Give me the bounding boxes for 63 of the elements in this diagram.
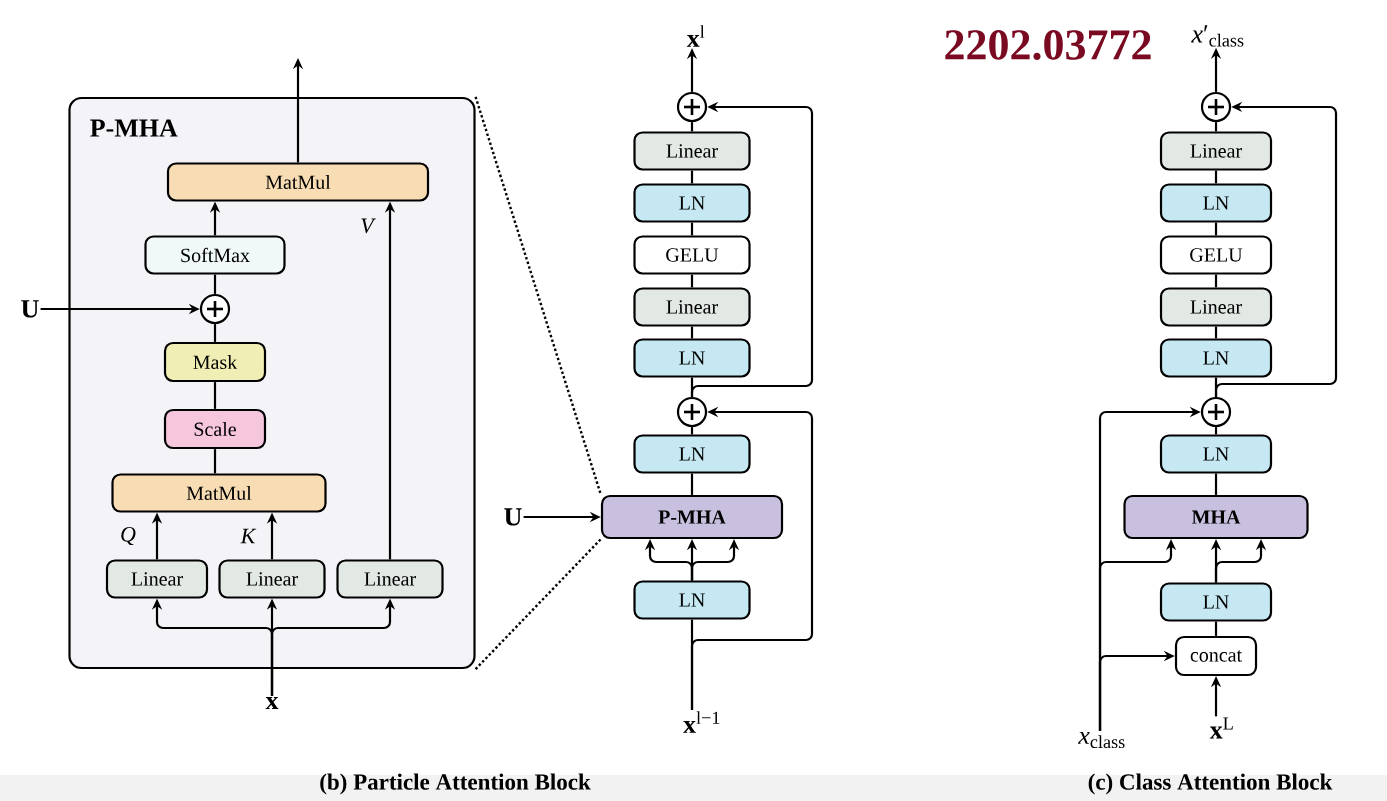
connector-line — [690, 122, 694, 132]
add-circle — [676, 91, 708, 123]
variable-label: x′$_{class}$ — [1191, 25, 1244, 47]
layer-box: LN — [633, 338, 751, 378]
connector-line — [1214, 621, 1218, 636]
connector-line — [1214, 473, 1218, 495]
connector-line — [1214, 274, 1218, 288]
arxiv-id: 2202.03772 — [945, 30, 1151, 60]
layer-box: SoftMax — [144, 235, 286, 275]
connector-line — [690, 473, 694, 495]
connector-line — [1214, 170, 1218, 184]
connector-line — [213, 324, 217, 342]
layer-box: LN — [633, 183, 751, 223]
layer-box: concat — [1174, 635, 1258, 677]
edge-label: Q — [119, 525, 137, 547]
subfigure-caption: (c) Class Attention Block — [1088, 773, 1333, 795]
connector-line — [690, 274, 694, 288]
variable-label: x$^{L}$ — [1209, 717, 1233, 739]
add-circle — [1200, 396, 1232, 428]
layer-box: Linear — [218, 559, 326, 599]
layer-box: Mask — [163, 341, 267, 383]
variable-label: U — [21, 300, 39, 318]
layer-box: P-MHA — [600, 494, 784, 540]
layer-box: Linear — [633, 287, 751, 327]
connector-line — [1214, 222, 1218, 236]
layer-box: LN — [1159, 338, 1273, 378]
connector-line — [1214, 122, 1218, 132]
connector-line — [1214, 326, 1218, 339]
layer-box: MHA — [1123, 494, 1309, 540]
subfigure-caption: (b) Particle Attention Block — [320, 773, 591, 795]
layer-box: Scale — [163, 408, 267, 450]
connector-line — [690, 222, 694, 236]
layer-box: LN — [1159, 582, 1273, 622]
layer-box: GELU — [1159, 235, 1273, 275]
variable-label: x — [265, 697, 279, 709]
layer-box: Linear — [336, 559, 444, 599]
layer-box: MatMul — [166, 162, 430, 202]
layer-box: Linear — [1159, 131, 1273, 171]
layer-box: LN — [1159, 434, 1273, 474]
connector-line — [213, 382, 217, 409]
layer-box: MatMul — [111, 473, 327, 513]
connector-line — [213, 449, 217, 474]
layer-box: Linear — [1159, 287, 1273, 327]
add-circle — [199, 293, 231, 325]
connector-line — [213, 274, 217, 294]
variable-label: U — [504, 508, 522, 526]
layer-box: LN — [1159, 183, 1273, 223]
connector-line — [690, 326, 694, 339]
layer-box: LN — [633, 434, 751, 474]
variable-label: x$^{l−1}$ — [683, 711, 720, 733]
zoom-line — [474, 96, 603, 496]
add-circle — [676, 396, 708, 428]
layer-box: Linear — [105, 559, 209, 599]
connector-line — [690, 427, 694, 435]
layer-box: GELU — [633, 235, 751, 275]
connector-line — [690, 170, 694, 184]
zoom-line — [474, 538, 602, 670]
layer-box: LN — [633, 580, 751, 620]
layer-box: Linear — [633, 131, 751, 171]
add-circle — [1200, 91, 1232, 123]
connector-line — [1214, 427, 1218, 435]
variable-label: x$^{l}$ — [686, 25, 705, 47]
variable-label: x$_{class}$ — [1078, 731, 1125, 749]
